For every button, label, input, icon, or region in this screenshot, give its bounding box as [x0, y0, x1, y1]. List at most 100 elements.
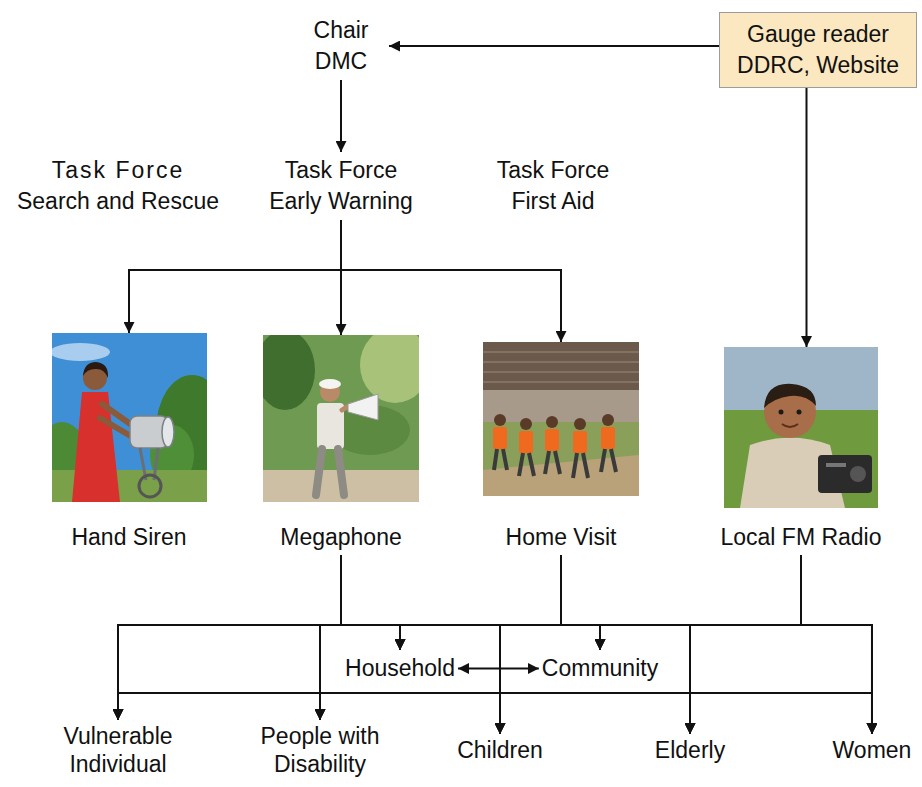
connector-arrow [561, 556, 600, 650]
connector-arrow [458, 668, 539, 670]
connector-arrow [118, 556, 801, 720]
illustration-part [519, 453, 534, 476]
node-label: Vulnerable Individual [56, 723, 181, 778]
illustration-part [100, 418, 134, 438]
connector-arrow [500, 556, 561, 734]
illustration-part [601, 449, 616, 472]
target-group: Elderly [652, 734, 728, 768]
channel-photo: Local FM Radio [708, 347, 894, 556]
illustration-part [818, 455, 872, 493]
connector-arrow [341, 556, 500, 734]
node-label: People with Disability [253, 723, 388, 778]
connector-arrow [341, 556, 872, 734]
illustration-part [601, 427, 615, 449]
connector-arrow [561, 556, 690, 734]
illustration-part [263, 335, 315, 410]
task-force: Task Force First Aid [485, 152, 621, 220]
illustration-part [797, 410, 802, 415]
illustration-part [360, 335, 419, 403]
target-group: Vulnerable Individual [53, 720, 184, 781]
illustration-part [602, 414, 614, 426]
target-group: People with Disability [250, 720, 391, 781]
channel-photo: Hand Siren [36, 333, 222, 556]
home-visit-photo [483, 342, 639, 496]
connector-arrow [341, 556, 400, 650]
illustration-part [162, 417, 174, 447]
node-label: Children [457, 737, 543, 765]
connector-arrow [118, 556, 341, 720]
task-force: Task Force Early Warning [258, 152, 424, 220]
node-label: Hand Siren [39, 522, 219, 553]
illustration-part [724, 347, 878, 508]
task-force: Task Force Search and Rescue [6, 152, 230, 220]
illustration-part [483, 352, 639, 382]
illustration-part [782, 424, 798, 427]
node-label: Chair DMC [296, 15, 386, 77]
connector-arrow [400, 556, 561, 650]
connector-arrow [320, 556, 561, 720]
node-label: Community [542, 653, 658, 684]
connector-arrow [500, 556, 801, 734]
target-group: Children [454, 734, 546, 768]
illustration-part [545, 429, 559, 451]
illustration-part [494, 414, 506, 426]
connector-arrow [389, 45, 719, 47]
node-label: Task Force Search and Rescue [9, 155, 227, 217]
connector-arrow [320, 556, 801, 720]
illustration-part [139, 475, 161, 497]
connector-arrow [806, 88, 808, 347]
connector-arrow [690, 556, 801, 734]
illustration-part [573, 453, 588, 478]
connector-arrow [340, 80, 342, 152]
illustration-part [494, 449, 507, 470]
org-label: Chair DMC [293, 12, 389, 80]
target-group: Women [830, 734, 915, 768]
illustration-part [483, 390, 639, 422]
illustration-part [483, 422, 639, 496]
illustration-part [545, 451, 560, 474]
illustration-part [779, 410, 784, 415]
illustration-part [826, 463, 846, 467]
node-label: Women [833, 737, 912, 765]
node-label: Task Force First Aid [488, 155, 618, 217]
node-label: Task Force Early Warning [261, 155, 421, 217]
node-label: Household [345, 653, 455, 684]
node-label: Local FM Radio [711, 522, 891, 553]
illustration-part [546, 416, 558, 428]
illustration-part [493, 414, 616, 478]
connector-arrow [600, 556, 801, 650]
illustration-part [83, 362, 108, 378]
bus-line [118, 692, 872, 694]
source-box: Gauge reader DDRC, Website [719, 12, 917, 88]
connector-arrow [129, 220, 341, 333]
illustration-part [520, 418, 532, 430]
node-label: Megaphone [251, 522, 431, 553]
hand-siren-photo [52, 333, 207, 502]
illustration-part [316, 449, 344, 495]
connector-arrow [341, 220, 561, 342]
illustration-part [319, 379, 341, 389]
node-label: Home Visit [471, 522, 651, 553]
recipient-label: Community [539, 650, 661, 687]
illustration-part [118, 46, 872, 734]
recipient-label: Household [342, 650, 458, 687]
connector-arrow [801, 556, 872, 734]
illustration-part [519, 431, 533, 453]
illustration-part [348, 394, 378, 420]
illustration-part [483, 342, 639, 390]
illustration-part [52, 343, 110, 361]
illustration-part [573, 431, 587, 453]
megaphone-photo [263, 335, 419, 502]
connector-arrow [118, 556, 561, 720]
connector-arrow [341, 556, 690, 734]
node-label: Elderly [655, 737, 725, 765]
illustration-part [493, 427, 507, 449]
illustration-part [574, 418, 586, 430]
fm-radio-photo [724, 347, 878, 508]
illustration-part [764, 384, 816, 408]
connector-arrow [400, 556, 801, 650]
channel-photo: Megaphone [248, 335, 434, 556]
channel-photo: Home Visit [468, 342, 654, 556]
illustration-part [850, 466, 866, 482]
